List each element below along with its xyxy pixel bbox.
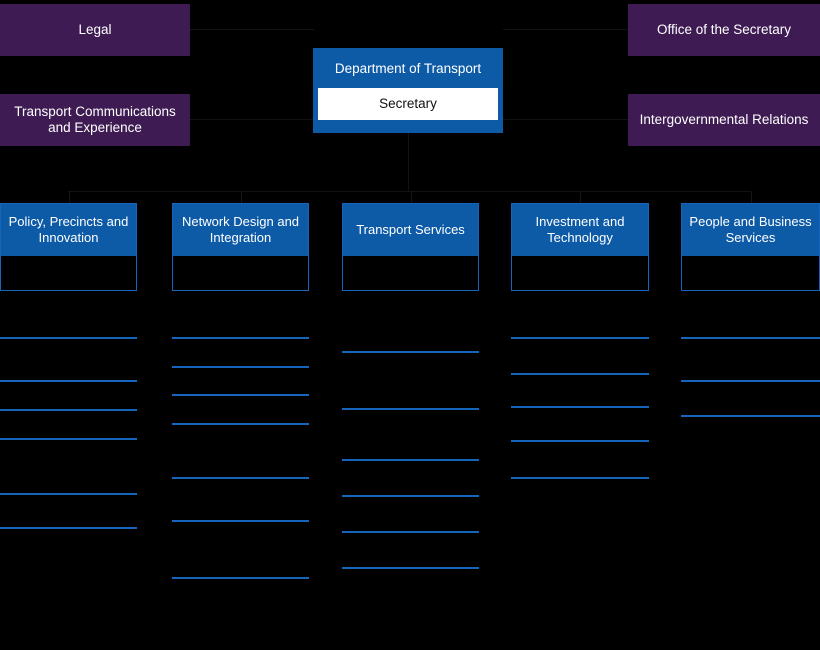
division-body [173,256,308,290]
branch-item[interactable] [172,638,309,650]
division-column-transport-services: Transport Services [342,191,479,631]
branch-item[interactable] [0,366,137,382]
branch-item[interactable] [172,323,309,339]
division-title: Network Design and Integration [181,213,300,245]
support-unit-label: Transport Communications and Experience [14,103,176,135]
executive-role-body: Secretary [318,88,498,120]
branch-list [342,291,479,631]
connector-left-upper [190,29,314,30]
division-body [1,256,136,290]
branch-item[interactable] [0,323,137,339]
branch-item[interactable] [511,392,649,408]
support-unit-label: Office of the Secretary [656,21,792,37]
support-unit-office-of-the-secretary[interactable]: Office of the Secretary [628,4,820,56]
executive-role-label: Secretary [379,95,437,111]
branch-item[interactable] [681,366,820,382]
division-column-network-design-and-integration: Network Design and Integration [172,191,309,650]
connector-spine-horizontal [68,191,750,192]
executive-box-department-of-transport[interactable]: Department of Transport Secretary [313,48,503,133]
branch-item[interactable] [172,380,309,396]
support-unit-intergovernmental-relations[interactable]: Intergovernmental Relations [628,94,820,146]
division-title: People and Business Services [689,213,812,245]
connector-right-upper [503,29,629,30]
division-header: Investment and Technology [512,204,648,256]
division-column-investment-and-technology: Investment and Technology [511,191,649,551]
branch-item[interactable] [342,553,479,569]
branch-item[interactable] [172,506,309,522]
support-unit-label: Legal [78,21,112,37]
connector-stub-icon [410,191,412,203]
connector-stub-icon [68,191,70,203]
division-column-people-and-business-services: People and Business Services [681,191,820,471]
support-unit-transport-communications-and-experience[interactable]: Transport Communications and Experience [0,94,190,146]
executive-department-header: Department of Transport [315,50,501,88]
support-unit-legal[interactable]: Legal [0,4,190,56]
branch-item[interactable] [0,395,137,411]
division-box-network-design-and-integration[interactable]: Network Design and Integration [172,203,309,291]
support-unit-label: Intergovernmental Relations [639,111,809,127]
branch-item[interactable] [342,394,479,410]
division-box-policy-precincts-and-innovation[interactable]: Policy, Precincts and Innovation [0,203,137,291]
division-body [512,256,648,290]
branch-list [681,291,820,471]
connector-stub-icon [580,191,581,203]
division-header: Network Design and Integration [173,204,308,256]
branch-list [511,291,649,551]
division-title: Transport Services [356,221,465,237]
executive-department-label: Department of Transport [334,60,482,76]
connector-stub-icon [750,191,752,203]
division-box-people-and-business-services[interactable]: People and Business Services [681,203,820,291]
division-box-investment-and-technology[interactable]: Investment and Technology [511,203,649,291]
branch-item[interactable] [342,517,479,533]
branch-item[interactable] [342,445,479,461]
branch-item[interactable] [172,352,309,368]
division-header: Transport Services [343,204,478,256]
branch-item[interactable] [681,323,820,339]
division-title: Policy, Precincts and Innovation [8,213,129,245]
branch-item[interactable] [0,424,137,440]
branch-list [0,291,137,611]
branch-item[interactable] [511,463,649,479]
division-column-policy-precincts-and-innovation: Policy, Precincts and Innovation [0,191,137,611]
division-body [682,256,819,290]
connector-spine-vertical [408,132,409,191]
division-header: Policy, Precincts and Innovation [1,204,136,256]
division-box-transport-services[interactable]: Transport Services [342,203,479,291]
branch-item[interactable] [342,337,479,353]
branch-item[interactable] [511,426,649,442]
connector-stub-icon [240,191,242,203]
branch-item[interactable] [172,463,309,479]
branch-item[interactable] [0,479,137,495]
branch-item[interactable] [681,401,820,417]
division-body [343,256,478,290]
branch-list [172,291,309,650]
division-title: Investment and Technology [535,213,625,245]
branch-item[interactable] [172,563,309,579]
connector-right-lower [503,119,629,120]
connector-left-lower [190,119,314,120]
branch-item[interactable] [511,359,649,375]
branch-item[interactable] [511,323,649,339]
division-header: People and Business Services [682,204,819,256]
branch-item[interactable] [342,481,479,497]
branch-item[interactable] [0,513,137,529]
branch-item[interactable] [172,409,309,425]
